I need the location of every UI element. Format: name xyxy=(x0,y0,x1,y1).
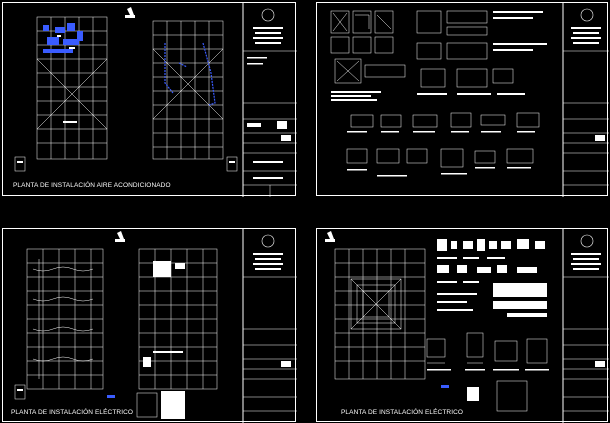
drawing-sheet-details[interactable] xyxy=(316,2,609,197)
floor-plan-right xyxy=(138,248,218,390)
floor-plan-left xyxy=(26,248,104,390)
north-arrow-icon xyxy=(115,231,125,242)
legend-box xyxy=(496,380,528,412)
drawing-sheet-electric-plan-1[interactable]: PLANTA DE INSTALACIÓN ELÉCTRICO xyxy=(2,228,297,423)
floor-plan xyxy=(334,248,426,380)
sheet-4-drawing xyxy=(325,229,609,423)
schematic-notes xyxy=(427,369,549,401)
sheet-title: PLANTA DE INSTALACIÓN ELÉCTRICO xyxy=(341,409,464,416)
drawing-sheet-ac-plan[interactable]: PLANTA DE INSTALACIÓN AIRE ACONDICIONADO xyxy=(2,2,297,197)
electric-details xyxy=(437,239,547,317)
detail-notes xyxy=(331,11,547,177)
key-plan-right xyxy=(226,156,238,172)
sheet-title: PLANTA DE INSTALACIÓN ELÉCTRICO xyxy=(11,409,134,416)
sheet-1-drawing xyxy=(14,3,297,197)
title-block xyxy=(242,229,297,423)
key-plan-left xyxy=(14,384,26,400)
legend-marker xyxy=(441,385,449,388)
sheet-title: PLANTA DE INSTALACIÓN AIRE ACONDICIONADO xyxy=(13,182,171,189)
drawing-sheet-electric-plan-2[interactable]: PLANTA DE INSTALACIÓN ELÉCTRICO xyxy=(316,228,609,423)
sheet-2-drawing xyxy=(330,3,609,197)
electric-schematics xyxy=(426,332,548,364)
title-block xyxy=(242,3,297,197)
north-arrow-icon xyxy=(125,7,135,18)
title-block xyxy=(562,229,609,423)
ac-ducts-right xyxy=(164,42,216,106)
legend-table xyxy=(136,392,158,418)
ac-labels-left xyxy=(57,35,77,123)
legend-box xyxy=(161,391,185,419)
sheet-3-drawing xyxy=(14,229,297,423)
detail-drawings xyxy=(330,10,540,168)
key-plan-left xyxy=(14,156,26,172)
ac-ducts-left xyxy=(43,23,83,53)
legend-marker xyxy=(107,395,115,398)
electric-panels xyxy=(143,261,185,367)
floor-plan-right xyxy=(152,20,224,160)
title-block xyxy=(562,3,609,197)
north-arrow-icon xyxy=(325,231,335,242)
